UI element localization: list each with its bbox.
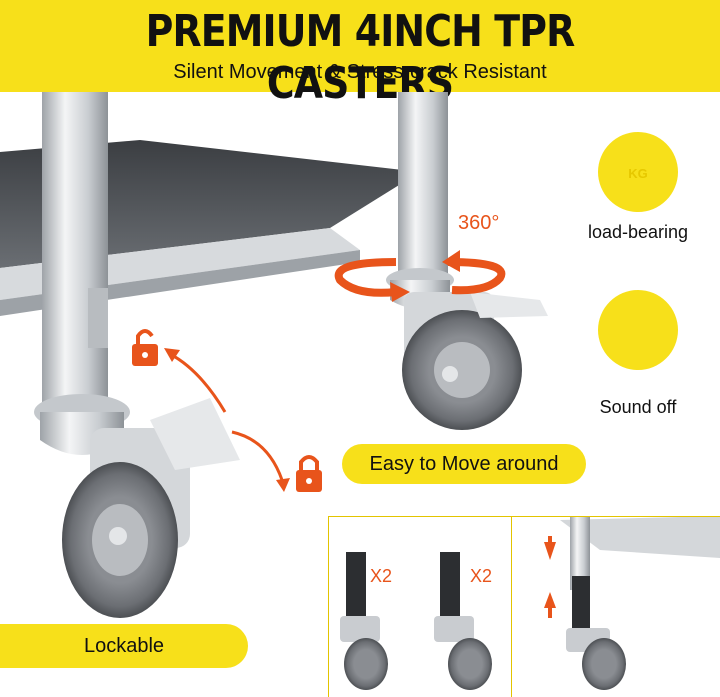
install-panel-frame xyxy=(328,516,720,697)
load-bearing-label: load-bearing xyxy=(587,222,689,242)
sound-off-label: Sound off xyxy=(599,397,677,417)
page-subtitle: Silent Movement & Stress-crack Resistant xyxy=(173,61,547,83)
up-arrow-icon xyxy=(544,592,556,608)
install-panel-divider xyxy=(511,516,512,697)
sound-off-badge xyxy=(598,290,678,370)
caster-left xyxy=(34,394,240,618)
quantity-label-left: X2 xyxy=(370,566,393,586)
weight-kg-text: KG xyxy=(628,166,648,181)
lock-arrow-icon xyxy=(164,348,290,492)
easy-move-callout: Easy to Move around xyxy=(342,444,586,484)
rotation-label: 360° xyxy=(458,212,500,234)
install-panel xyxy=(340,516,720,690)
cart-leg-right xyxy=(398,92,448,282)
load-bearing-badge xyxy=(598,132,678,212)
rotation-arrow-icon xyxy=(334,250,506,302)
down-arrow-icon xyxy=(544,542,556,560)
unlocked-padlock-icon xyxy=(132,329,158,366)
lockable-callout: Lockable xyxy=(0,624,248,668)
quantity-label-right: X2 xyxy=(470,566,493,586)
caster-right xyxy=(386,268,548,430)
page-title: PREMIUM 4INCH TPR CASTERS xyxy=(145,6,576,109)
locked-padlock-icon xyxy=(296,455,322,492)
cart-leg-left xyxy=(42,92,108,410)
header-banner: PREMIUM 4INCH TPR CASTERS Silent Movemen… xyxy=(0,0,720,109)
